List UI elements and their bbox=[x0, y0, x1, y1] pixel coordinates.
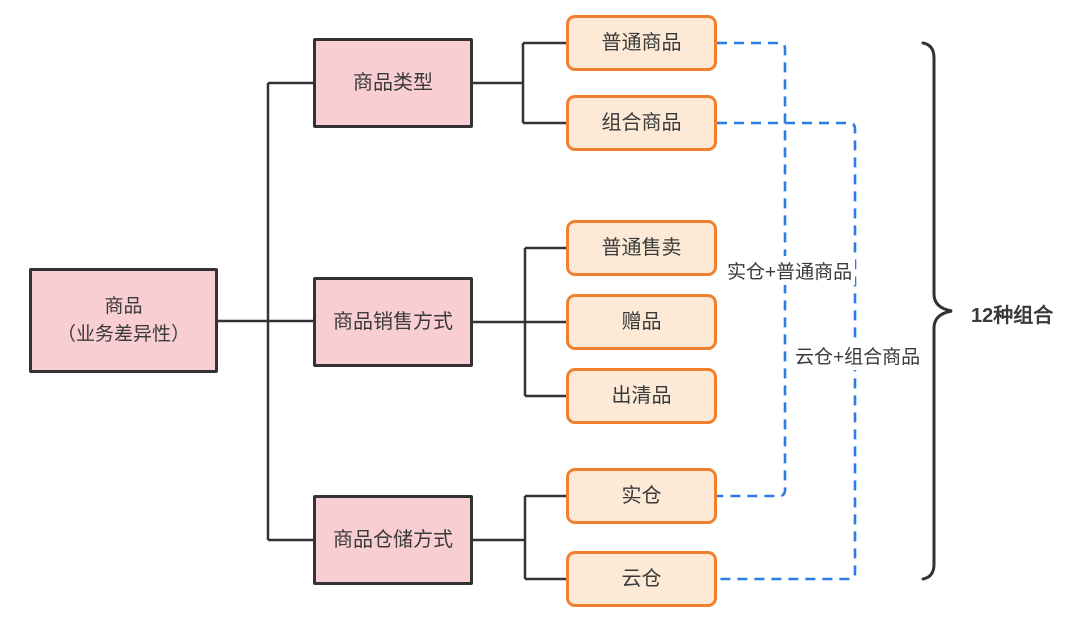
leaf-gift-label: 赠品 bbox=[621, 310, 662, 333]
leaf-clearance[interactable]: 出清品 bbox=[566, 368, 717, 424]
leaf-real-warehouse-label: 实仓 bbox=[621, 484, 662, 507]
node-product-type-label: 商品类型 bbox=[353, 71, 433, 94]
node-sales-method-label: 商品销售方式 bbox=[333, 310, 453, 333]
leaf-ordinary-product-label: 普通商品 bbox=[601, 31, 682, 54]
leaf-gift[interactable]: 赠品 bbox=[566, 294, 717, 350]
leaf-combo-product[interactable]: 组合商品 bbox=[566, 95, 717, 151]
node-storage-method-label: 商品仓储方式 bbox=[333, 528, 453, 551]
combo-label-cloud-combo[interactable]: 云仓+组合商品 bbox=[792, 341, 924, 370]
leaf-clearance-label: 出清品 bbox=[611, 384, 672, 407]
tree-connector-lines bbox=[218, 41, 567, 581]
node-product-root-label: 商品 （业务差异性） bbox=[56, 295, 190, 345]
leaf-ordinary-product[interactable]: 普通商品 bbox=[566, 15, 717, 71]
node-product-type[interactable]: 商品类型 bbox=[313, 38, 473, 128]
leaf-cloud-warehouse-label: 云仓 bbox=[621, 567, 662, 590]
node-sales-method[interactable]: 商品销售方式 bbox=[313, 277, 473, 367]
node-product-root[interactable]: 商品 （业务差异性） bbox=[29, 268, 218, 373]
combination-count-label[interactable]: 12种组合 bbox=[971, 305, 1054, 327]
node-storage-method[interactable]: 商品仓储方式 bbox=[313, 495, 473, 585]
leaf-ordinary-sale-label: 普通售卖 bbox=[601, 236, 682, 259]
curly-brace bbox=[921, 41, 953, 581]
leaf-combo-product-label: 组合商品 bbox=[601, 111, 682, 134]
combo-label-real-ordinary[interactable]: 实仓+普通商品 bbox=[724, 256, 856, 285]
leaf-ordinary-sale[interactable]: 普通售卖 bbox=[566, 220, 717, 276]
leaf-real-warehouse[interactable]: 实仓 bbox=[566, 468, 717, 524]
leaf-cloud-warehouse[interactable]: 云仓 bbox=[566, 551, 717, 607]
